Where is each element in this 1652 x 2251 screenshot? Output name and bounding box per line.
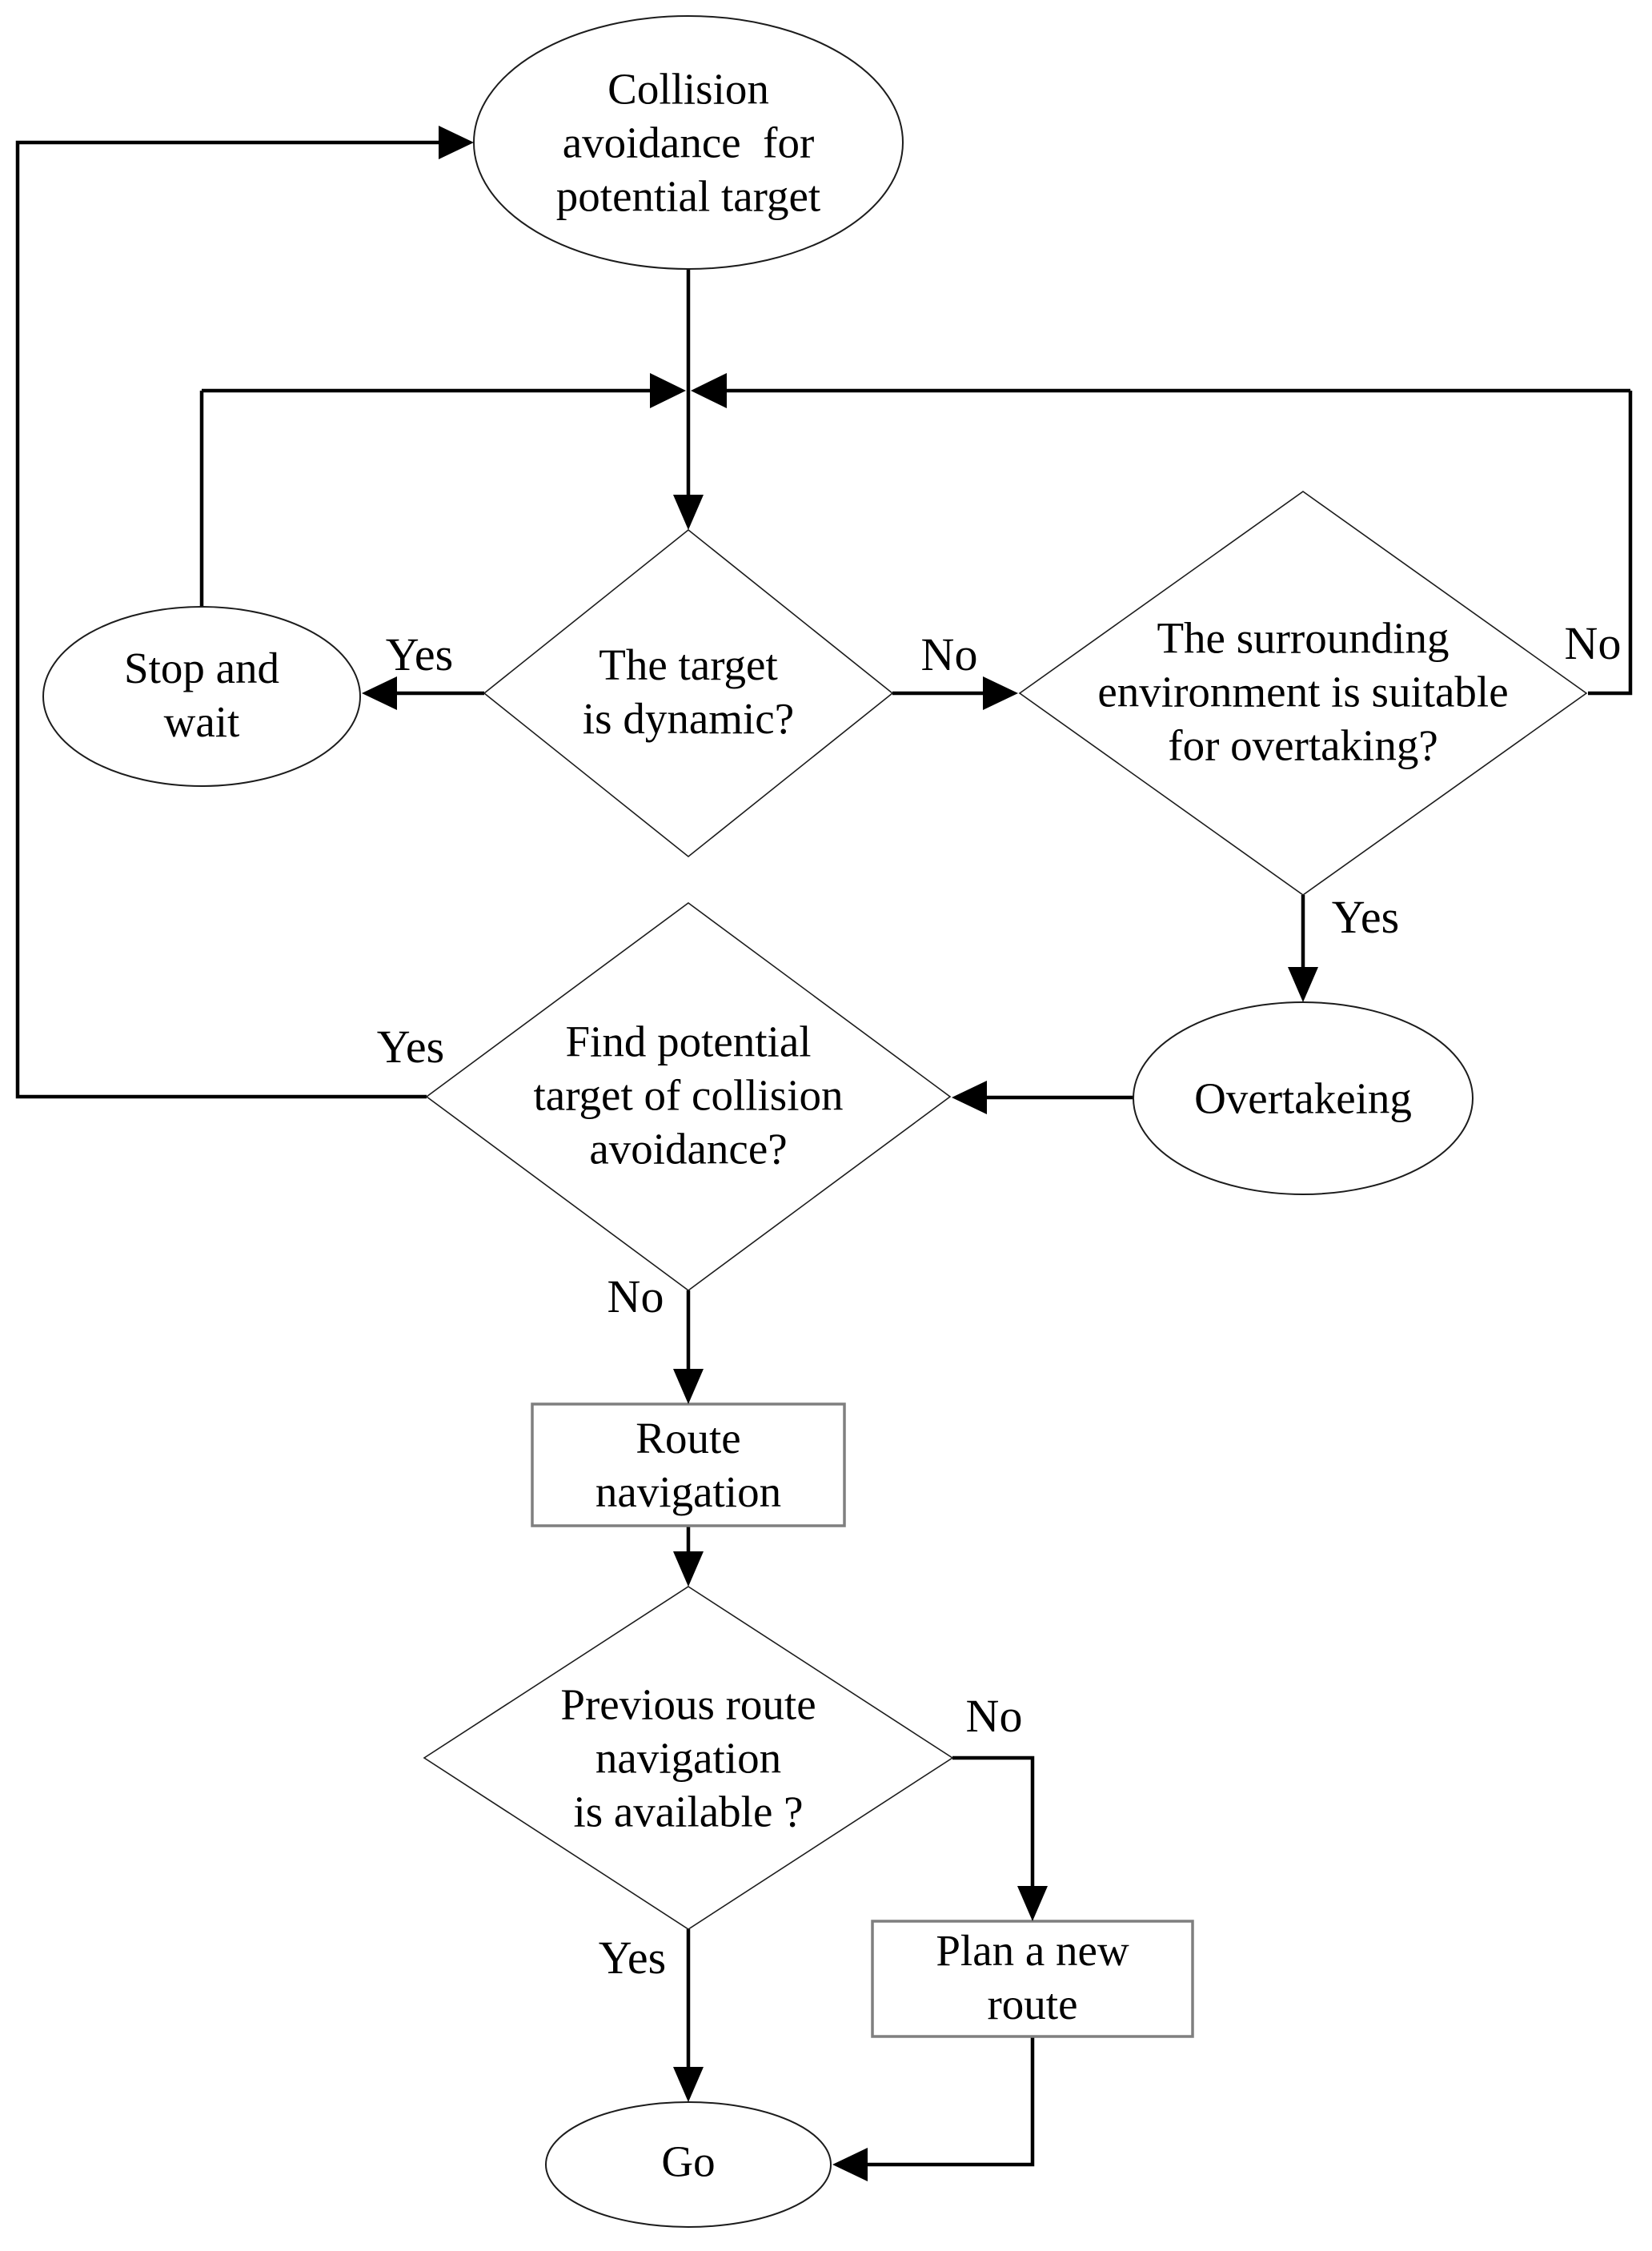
edge-label-env-no: No [1564,617,1622,669]
arrow-prev-yes-icon [673,2067,704,2102]
target-dynamic-decision-shape [483,528,894,858]
edge-label-env-yes: Yes [1331,891,1400,943]
shapes [42,15,1588,2228]
edge-env-no-loop [1588,391,1633,696]
go-node-label: Go [661,2137,716,2186]
arrow-dynamic-yes-icon [362,676,397,710]
edge-find-yes-loop [15,140,439,1099]
route-nav-process-shape [531,1402,846,1527]
target-dynamic-label: The target is dynamic? [582,640,795,743]
arrow-overtake-find-icon [952,1081,987,1114]
edge-label-dynamic-yes: Yes [385,628,454,680]
arrow-find-yes-icon [439,126,474,159]
arrow-into-dynamic-icon [673,495,704,530]
start-node-label: Collision avoidance for potential target [555,64,821,221]
stop-wait-node-shape [42,606,361,787]
prev-route-label: Previous route navigation is available ? [560,1679,816,1836]
find-target-decision-shape [425,902,952,1291]
arrow-merge-right-icon [691,373,727,408]
edge-label-prev-no: No [965,1690,1023,1742]
arrowheads [362,126,1318,2181]
connectors [15,140,1633,2167]
arrow-plan-go-icon [832,2148,868,2181]
arrow-dynamic-no-icon [983,676,1018,710]
edge-label-dynamic-no: No [920,628,978,680]
route-nav-label: Route navigation [595,1414,782,1516]
env-suitable-decision-shape [1018,491,1588,896]
plan-route-label: Plan a new route [936,1926,1129,2028]
stop-wait-node-label: Stop and wait [123,644,280,746]
edge-prev-no [952,1755,1035,1888]
plan-route-process-shape [871,1920,1194,2038]
overtaking-node-label: Overtakeing [1194,1073,1412,1123]
find-target-label: Find potential target of collision avoid… [533,1017,844,1174]
edge-plan-to-go [866,2036,1035,2167]
prev-route-decision-shape [423,1586,954,1930]
arrow-routenav-icon [673,1551,704,1587]
arrow-find-no-icon [673,1369,704,1404]
edge-label-prev-yes: Yes [598,1932,667,1984]
arrow-prev-no-icon [1017,1886,1048,1921]
edge-label-find-no: No [607,1270,664,1322]
arrow-env-yes-icon [1288,967,1318,1002]
env-suitable-label: The surrounding environment is suitable … [1097,613,1509,770]
edge-label-find-yes: Yes [376,1021,445,1073]
arrow-merge-left-icon [650,373,686,408]
